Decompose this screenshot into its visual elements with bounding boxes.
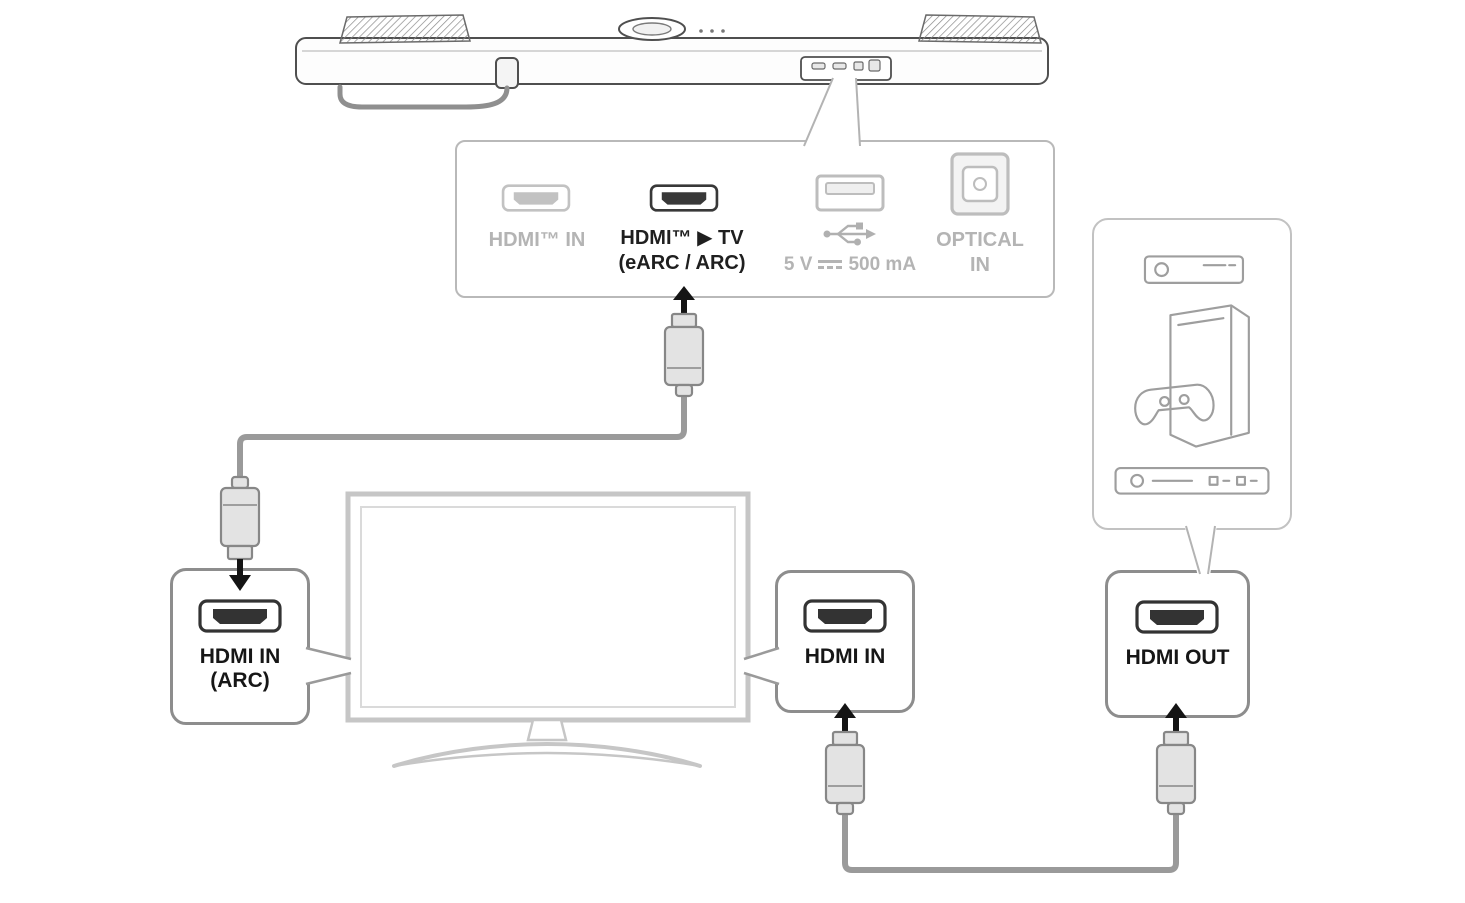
cable-soundbar-to-tv [219, 286, 705, 591]
optical-in-label-line2: IN [970, 254, 990, 276]
external-devices-icons [1114, 255, 1270, 495]
device-hdmi-out-box: HDMI OUT [1105, 570, 1250, 718]
hdmi-port-icon [1135, 600, 1219, 634]
hdmi-tv-port-label-line2: (eARC / ARC) [618, 252, 746, 274]
tv-stand-neck [526, 718, 568, 742]
tv-arc-box-pointer [305, 646, 352, 686]
soundbar-illustration [295, 14, 1049, 110]
tv-arc-label-line1: HDMI IN [199, 645, 281, 668]
tv-hdmi-box-pointer [743, 646, 780, 686]
hdmi-port-icon [803, 599, 887, 633]
hdmi-connector-icon [219, 475, 261, 561]
usb-port-icon [815, 174, 885, 212]
set-top-box-icon [1143, 255, 1245, 284]
optical-in-label-line1: OPTICAL [936, 229, 1024, 251]
device-hdmi-out-label: HDMI OUT [1125, 646, 1230, 669]
tv-hdmi-in-label: HDMI IN [804, 645, 886, 668]
hdmi-port-icon [198, 599, 282, 633]
optical-port-icon [950, 152, 1010, 216]
tv-hdmi-in-arc-box: HDMI IN (ARC) [170, 568, 310, 725]
tv-illustration [345, 491, 751, 768]
game-console-icon [1134, 304, 1250, 448]
tv-stand-base [392, 741, 702, 768]
usb-trident-icon [823, 222, 876, 246]
hdmi-port-icon [498, 184, 574, 212]
speaker-grille-right [918, 14, 1042, 44]
hdmi-tv-port-label-line1: HDMI™ ▶ TV [620, 227, 744, 249]
hdmi-connector-icon [663, 312, 705, 398]
hdmi-in-port-label: HDMI™ IN [488, 229, 586, 251]
usb-power-label: 5 V 500 mA [779, 252, 921, 277]
disc-player-icon [1114, 467, 1270, 495]
hdmi-cable [237, 396, 687, 480]
cable-device-to-tv [824, 703, 1197, 873]
hdmi-cable [842, 814, 1179, 873]
speaker-grille-left [339, 14, 471, 44]
usb-voltage-label: 5 V [783, 254, 813, 275]
dc-power-icon [818, 260, 843, 269]
callout-pointer [803, 77, 861, 147]
power-cable [337, 84, 510, 110]
hdmi-connector-icon [1155, 730, 1197, 816]
tv-arc-label-line2: (ARC) [210, 669, 270, 692]
hdmi-connector-icon [824, 730, 866, 816]
usb-current-label: 500 mA [848, 254, 917, 275]
external-devices-panel [1092, 218, 1292, 530]
tv-hdmi-in-box: HDMI IN [775, 570, 915, 713]
soundbar-knob [618, 17, 686, 41]
soundbar-rear-ports [800, 56, 892, 81]
power-cable-gland [495, 57, 519, 89]
soundbar-ports-panel: HDMI™ IN HDMI™ ▶ TV (eARC / ARC) 5 V 500… [455, 140, 1055, 298]
hdmi-port-icon [646, 184, 722, 212]
